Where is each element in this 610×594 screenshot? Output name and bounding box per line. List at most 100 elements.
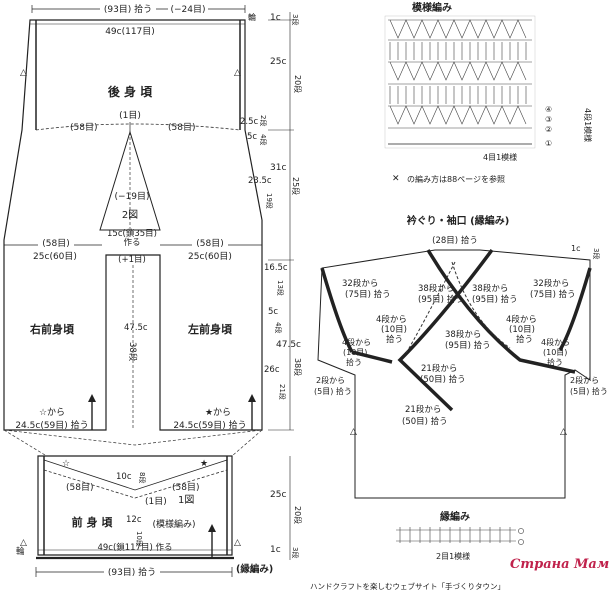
collar-95c: (95目) 拾う <box>445 340 491 351</box>
collar-50b: (50目) 拾う <box>402 416 448 427</box>
top-center: (−24目) <box>170 4 205 15</box>
collar-95b: (95目) 拾う <box>472 294 518 305</box>
collar-left-32: 32段から <box>342 278 378 289</box>
front-right-row: 25c(60目) <box>188 251 232 262</box>
bp-left-st: (58目) <box>66 482 93 493</box>
pattern-note-icon: ✕ <box>392 174 400 184</box>
bp-pickup: (93目) 拾う <box>108 566 156 578</box>
rdim-8-rows: 4段 <box>274 322 283 333</box>
center-inc: (+1目) <box>118 255 146 265</box>
front-left-top: (58目) <box>42 238 69 249</box>
front-right-top: (58目) <box>196 238 223 249</box>
collar-top-r: 1c <box>571 244 581 253</box>
front-right-pick: 24.5c(59目) 拾う <box>173 419 246 431</box>
pattern-repeat-bottom: 4目1模様 <box>483 152 517 162</box>
pattern-row-3: ③ <box>545 115 552 124</box>
front-body-bottom: ☆ ★ (58目) (58目) 10c 8段 (1目) 1図 前 身 頃 (模様… <box>16 455 241 560</box>
collar-left-75: (75目) 拾う <box>345 289 391 300</box>
rdim-6: 23.5c <box>248 176 272 186</box>
back-body: 49c(117目) 後 身 頃 △ △ (58目) (58目) (1目) <box>3 19 263 431</box>
collar-r4b: 拾う <box>516 334 533 345</box>
rdim-4: 5c <box>247 132 257 142</box>
front-left-title: 右前身頃 <box>29 322 75 336</box>
bp-right-st: (58目) <box>172 482 199 493</box>
collar-21b: 21段から <box>405 404 441 415</box>
edge-repeat: 2目1模様 <box>436 551 470 561</box>
back-right-half: (58目) <box>168 122 195 133</box>
fold-lines <box>3 429 263 457</box>
front-left-start: ☆から <box>39 407 65 418</box>
pattern-chart: 模様編み ④ ③ ② ① 4段1模様 4目1模様 ✕ の編み方は88ページを参照 <box>384 1 593 184</box>
collar-r10: (10目) <box>509 325 535 335</box>
bp-right-mark: △ <box>234 538 241 548</box>
collar-title: 衿ぐり・袖口 (縁編み) <box>407 214 510 227</box>
bp-rd1: 25c <box>270 490 286 500</box>
back-top-stitch: 49c(117目) <box>105 26 155 37</box>
rdim-5: 31c <box>270 163 286 173</box>
back-left-half: (58目) <box>70 122 97 133</box>
collar-right-32: 32段から <box>533 278 569 289</box>
collar-38c: 38段から <box>445 329 481 340</box>
front-right: (58目) 25c(60目) 左前身頃 ★から 24.5c(59目) 拾う <box>160 237 262 431</box>
bp-rd2-rows: 3段 <box>291 547 300 558</box>
front-left-pick: 24.5c(59目) 拾う <box>15 419 88 431</box>
bp-center-h-rows: 8段 <box>138 472 147 483</box>
bp-center-st: (1目) <box>145 496 167 507</box>
center-height: 47.5c <box>124 323 148 333</box>
bp-star1: ☆ <box>62 459 70 469</box>
collar-l4b: 拾う <box>386 334 403 345</box>
collar-top-rr: 3段 <box>592 248 601 259</box>
bp-rd1-rows: 20段 <box>293 506 303 524</box>
footer-credit: ハンドクラフトを楽しむウェブサイト「手づくりタウン」 <box>310 581 505 591</box>
collar-right-75: (75目) 拾う <box>530 289 576 300</box>
back-left-mark: △ <box>20 68 27 78</box>
rdim-7-rows: 13段 <box>276 280 285 296</box>
edge-title: 縁編み <box>440 510 470 523</box>
rdim-2: 25c <box>270 57 286 67</box>
bp-left-mark: △ <box>20 538 27 548</box>
rdim-7: 16.5c <box>264 263 288 273</box>
right-dimensions: 1c 3段 25c 20段 2.5c 2段 5c 4段 31c 25段 23.5… <box>240 12 303 431</box>
top-dimension: (93目) 拾う (−24目) 輪 <box>31 2 256 22</box>
bp-bottom-h-rows: 10段 <box>135 531 144 547</box>
pattern-repeat: 4段1模様 <box>583 108 593 142</box>
bp-pattern: (模様編み) <box>152 518 195 530</box>
pattern-row-1: ① <box>545 139 552 148</box>
bp-center-h: 10c <box>116 472 132 482</box>
rdim-10: 26c <box>264 365 280 375</box>
collar-top: (28目) 拾う <box>432 235 478 246</box>
center-piece: (−19目) 2図 15c(鎖35目) 作る (+1目) 47.5c 38段 <box>99 130 161 430</box>
pattern-note: の編み方は88ページを参照 <box>407 174 505 184</box>
top-ring: 輪 <box>248 12 256 22</box>
rdim-2-rows: 20段 <box>293 75 303 93</box>
front-left: (58目) 25c(60目) 右前身頃 ☆から 24.5c(59目) 拾う <box>4 237 102 431</box>
collar-diagram: 衿ぐり・袖口 (縁編み) (28目) 拾う 1c 3段 32段から (75目) … <box>314 214 608 499</box>
collar-l2: 2段から <box>316 375 345 385</box>
rdim-9-rows: 38段 <box>293 358 303 376</box>
collar-rr10: (10目) <box>543 348 567 357</box>
collar-rr4: 4段から <box>541 337 570 347</box>
rdim-4-rows: 4段 <box>259 134 268 145</box>
rdim-1: 1c <box>270 13 281 23</box>
collar-right-mark: △ <box>560 427 567 437</box>
collar-ll4: 4段から <box>342 337 371 347</box>
collar-50a: (50目) 拾う <box>420 374 466 385</box>
top-total: (93目) 拾う <box>104 3 152 15</box>
rdim-6-rows: 19段 <box>265 193 274 209</box>
bp-ring: 輪 <box>16 546 25 557</box>
collar-95a: (95目) 拾う <box>418 294 464 305</box>
center-dec: (−19目) <box>114 191 149 202</box>
bottom-dimension: (93目) 拾う (縁編み) 25c 20段 1c 3段 <box>35 456 303 578</box>
watermark-logo: Страна Мам <box>510 557 609 572</box>
bp-bottom-h: 12c <box>126 515 142 525</box>
bp-rd2: 1c <box>270 545 281 555</box>
front-left-row: 25c(60目) <box>33 251 77 262</box>
collar-38b: 38段から <box>472 283 508 294</box>
collar-ll10: (10目) <box>343 348 367 357</box>
collar-38a: 38段から <box>418 283 454 294</box>
collar-r5: (5目) 拾う <box>570 386 608 396</box>
collar-l10: (10目) <box>381 325 407 335</box>
edge-chart: 縁編み 2目1模様 <box>396 510 524 561</box>
collar-r4: 4段から <box>506 314 537 325</box>
